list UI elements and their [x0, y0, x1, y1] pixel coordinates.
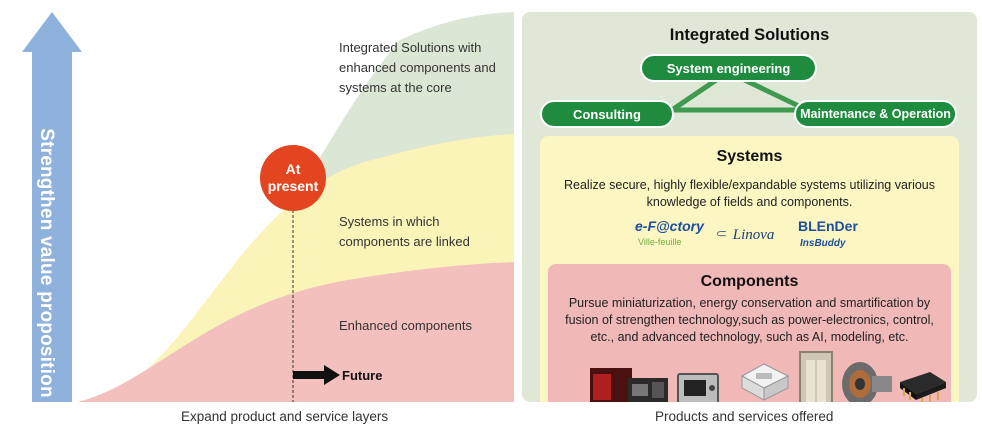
villefeuille-logo: Ville-feuille [638, 237, 682, 247]
insbuddy-logo: InsBuddy [800, 238, 846, 249]
components-title: Components [700, 273, 799, 290]
linova-logo-text: Linova [732, 227, 775, 243]
linova-swoosh-icon: ⸦ [714, 227, 730, 243]
present-marker: At present [260, 145, 326, 211]
system-engineering-pill: System engineering [640, 54, 817, 82]
components-description: Pursue miniaturization, energy conservat… [565, 296, 934, 344]
components-box: Components Pursue miniaturization, energ… [548, 264, 951, 402]
systems-title: Systems [716, 148, 783, 165]
up-arrow-icon [22, 12, 82, 402]
right-caption: Products and services offered [655, 409, 834, 424]
systems-description: Realize secure, highly flexible/expandab… [563, 178, 936, 209]
consulting-pill: Consulting [540, 100, 674, 128]
maintenance-operation-pill: Maintenance & Operation [794, 100, 957, 128]
blender-logo: BLEnDer [798, 218, 858, 234]
stage-enhanced-components: Enhanced components [339, 318, 472, 333]
air-conditioner-icon [740, 363, 790, 401]
left-caption: Expand product and service layers [181, 409, 389, 424]
motor-icon [842, 362, 892, 402]
efactory-logo: e-F@ctory [635, 218, 704, 234]
power-semiconductor-icon [900, 372, 946, 402]
offered-solutions-panel: Integrated Solutions System engineering … [522, 12, 977, 402]
present-label-line2: present [267, 178, 319, 194]
elevator-icon [799, 351, 833, 402]
value-axis-label-text: Strengthen value proposition [36, 127, 58, 398]
stage-linked-systems: Systems in which components are linked [339, 214, 470, 249]
present-label-line1: At [285, 161, 301, 177]
integrated-solutions-title: Integrated Solutions [669, 26, 830, 44]
value-axis-label: Strengthen value proposition [10, 120, 82, 405]
linova-logo: ⸦ Linova [714, 224, 774, 244]
factory-automation-equipment-icon [590, 368, 668, 402]
systems-box: Systems Realize secure, highly flexible/… [540, 136, 959, 402]
stage-integrated-solutions: Integrated Solutions with enhanced compo… [339, 40, 496, 95]
components-layer-area [78, 262, 514, 402]
right-arrow-icon [293, 365, 340, 385]
control-unit-icon [677, 373, 719, 402]
future-label: Future [342, 368, 383, 383]
